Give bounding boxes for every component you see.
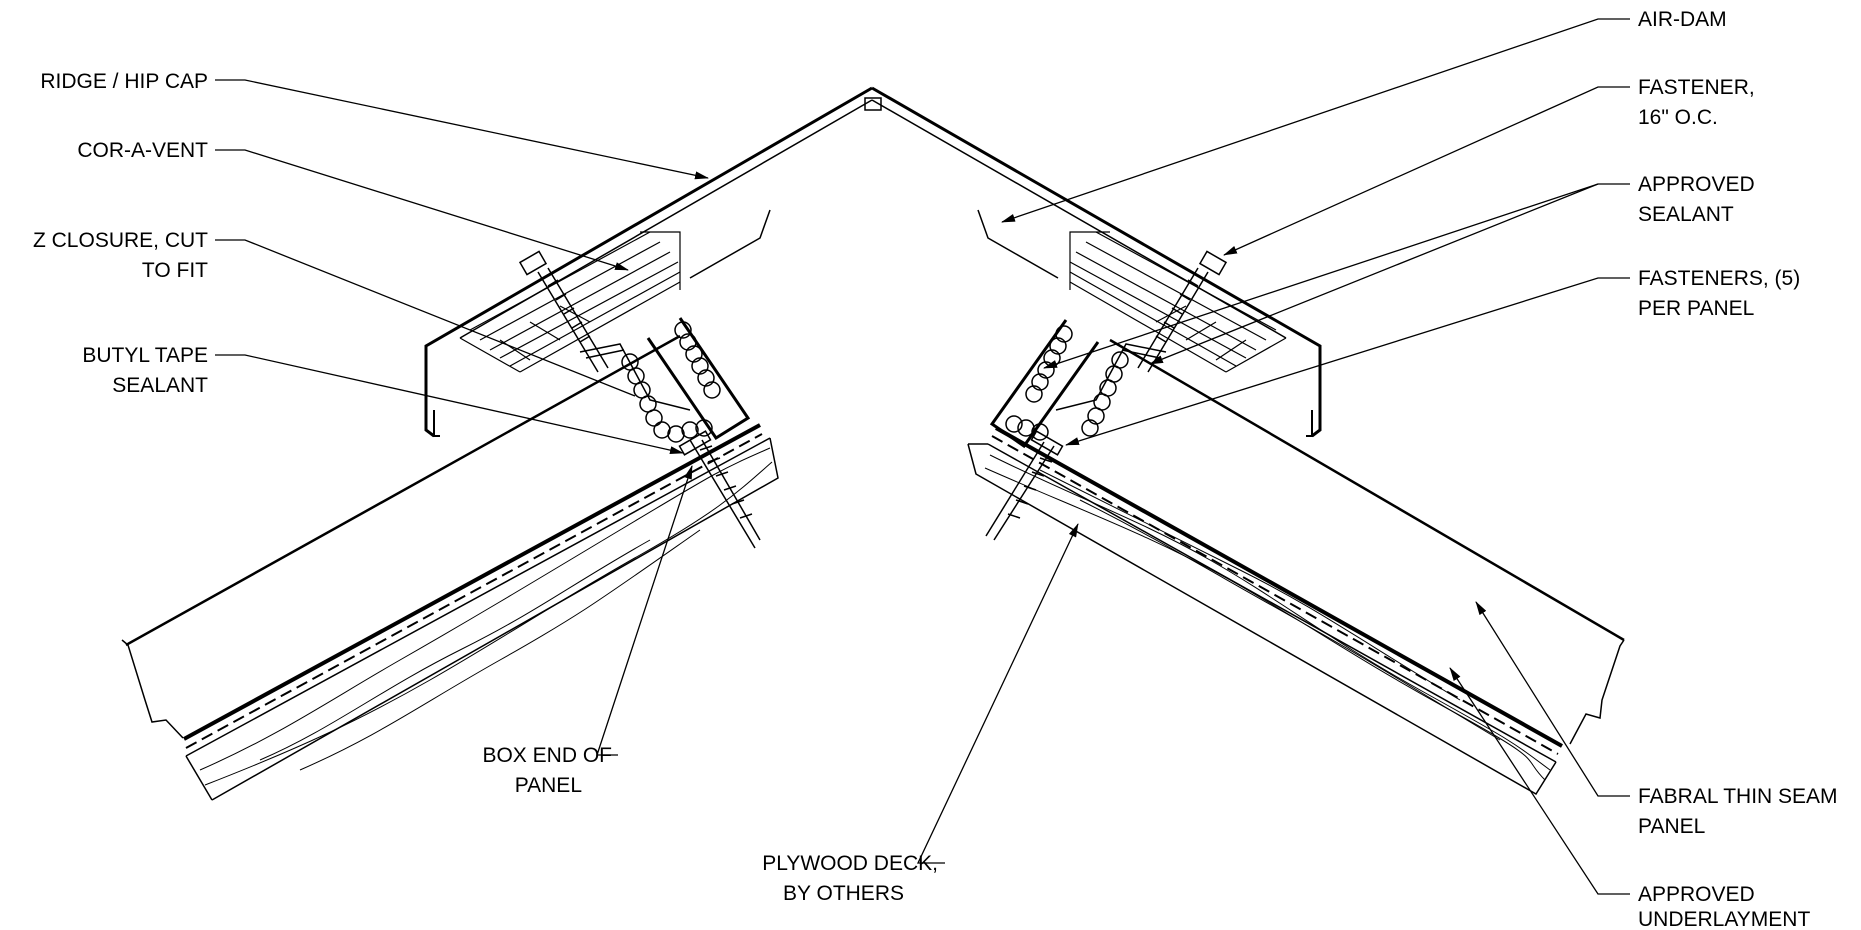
- leader-sealant-a: [1043, 183, 1630, 369]
- leader-z-closure: [215, 239, 636, 397]
- left-roof-assembly: [121, 86, 873, 801]
- label-z-closure-2: TO FIT: [142, 259, 208, 282]
- leader-plywood: [916, 523, 1079, 864]
- leader-butyl: [215, 354, 684, 455]
- label-underlay-1: APPROVED: [1638, 883, 1755, 906]
- label-sealant-1: APPROVED: [1638, 173, 1755, 196]
- left-cor-a-vent: [459, 231, 681, 373]
- right-cor-a-vent: [1069, 231, 1287, 373]
- leader-fasteners-5: [1065, 277, 1630, 446]
- label-fabral-2: PANEL: [1638, 815, 1705, 838]
- label-fastener-2: 16" O.C.: [1638, 106, 1718, 129]
- left-labels: RIDGE / HIP CAP COR-A-VENT Z CLOSURE, CU…: [33, 70, 938, 905]
- label-ridge-hip-cap: RIDGE / HIP CAP: [40, 70, 208, 93]
- label-cor-a-vent: COR-A-VENT: [77, 139, 208, 162]
- leader-lines: [215, 18, 1630, 895]
- leader-ridge-cap: [215, 79, 709, 180]
- label-fasteners5-1: FASTENERS, (5): [1638, 267, 1800, 290]
- label-plywood-1: PLYWOOD DECK,: [762, 852, 938, 875]
- label-sealant-2: SEALANT: [1638, 203, 1734, 226]
- label-underlay-2: UNDERLAYMENT: [1638, 908, 1810, 930]
- label-butyl-1: BUTYL TAPE: [82, 344, 208, 367]
- left-sealant-beads: [621, 321, 721, 443]
- left-ridge-cap: [424, 86, 873, 438]
- label-plywood-2: BY OTHERS: [783, 882, 904, 905]
- label-fastener-1: FASTENER,: [1638, 76, 1755, 99]
- left-z-closure: [579, 343, 691, 411]
- right-labels: AIR-DAM FASTENER, 16" O.C. APPROVED SEAL…: [1638, 8, 1838, 930]
- left-panel: [121, 334, 681, 739]
- label-box-end-2: PANEL: [515, 774, 582, 797]
- right-ridge-cap: [871, 86, 1322, 438]
- leader-box-end: [596, 465, 693, 756]
- label-z-closure-1: Z CLOSURE, CUT: [33, 229, 208, 252]
- right-panel-fastener: [985, 430, 1064, 541]
- right-plywood-deck: [967, 426, 1563, 796]
- leader-underlayment: [1449, 667, 1630, 895]
- left-box-end: [646, 317, 751, 441]
- left-hex-fastener: [518, 250, 609, 373]
- left-plywood-deck: [183, 423, 779, 801]
- leader-cor-a-vent: [215, 149, 629, 271]
- leader-sealant-b: [1149, 183, 1599, 365]
- label-fabral-1: FABRAL THIN SEAM: [1638, 785, 1838, 808]
- label-butyl-2: SEALANT: [112, 374, 208, 397]
- label-fasteners5-2: PER PANEL: [1638, 297, 1754, 320]
- right-panel: [1109, 338, 1625, 745]
- leader-fastener-16: [1223, 86, 1630, 256]
- label-air-dam: AIR-DAM: [1638, 8, 1727, 31]
- right-hex-fastener: [1137, 250, 1228, 373]
- right-roof-assembly: [871, 86, 1625, 796]
- ridge-peak: [864, 97, 882, 111]
- leader-fabral: [1475, 601, 1630, 797]
- leader-air-dam: [1001, 18, 1630, 223]
- right-box-end: [989, 319, 1100, 449]
- left-panel-fastener: [678, 430, 761, 549]
- label-box-end-1: BOX END OF: [482, 744, 612, 767]
